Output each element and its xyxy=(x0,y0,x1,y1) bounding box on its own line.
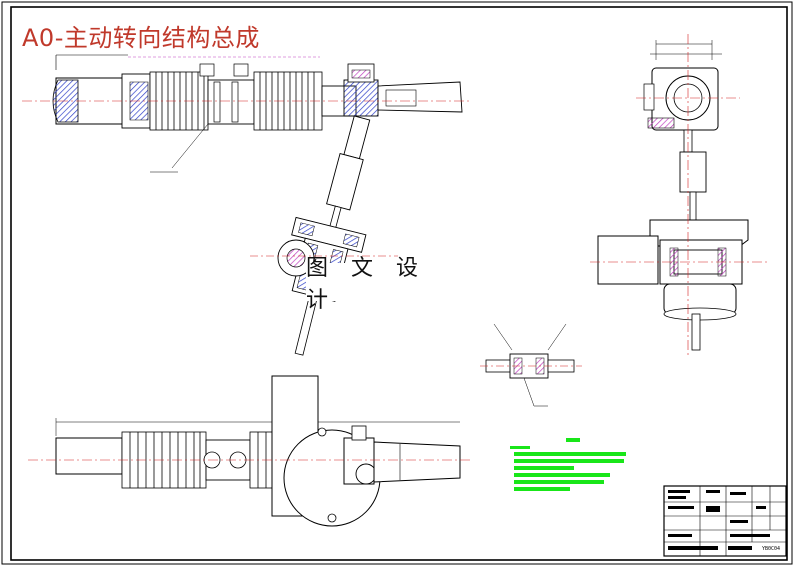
drawing-code: YB0C04 xyxy=(762,546,781,552)
title-block xyxy=(663,485,787,557)
detail-view-coupling xyxy=(480,323,582,407)
watermark-label: 图 文 设 计 xyxy=(306,256,468,313)
inner-border xyxy=(10,6,788,561)
technical-notes xyxy=(510,438,626,491)
drawing-title: A0-主动转向结构总成 xyxy=(22,24,260,52)
side-view-pinion-housing xyxy=(590,34,770,356)
front-view-rack-assembly xyxy=(28,375,470,527)
top-view-rack-assembly xyxy=(22,54,470,238)
